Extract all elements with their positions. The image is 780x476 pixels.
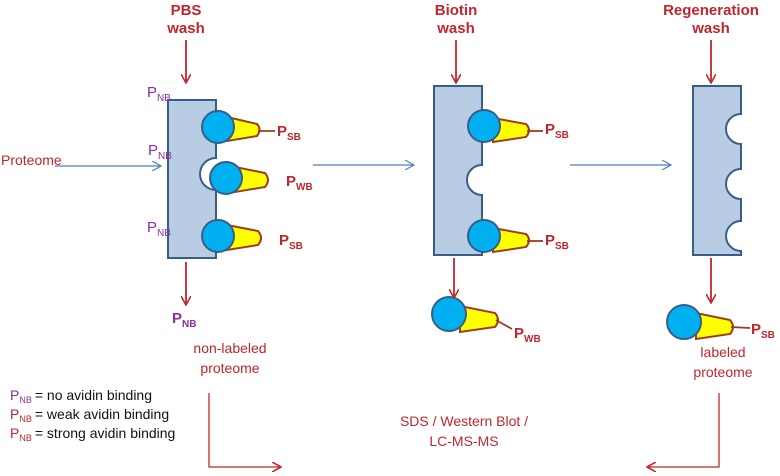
labeled-line2: proteome (693, 364, 752, 380)
complex-sb-1b (201, 219, 262, 253)
step2-title: Biotin (435, 2, 478, 19)
step3-subtitle: wash (691, 20, 730, 37)
p-sb-label-1b: PSB (279, 232, 303, 252)
analysis-line1: SDS / Western Blot / (400, 413, 528, 429)
column-3 (692, 85, 742, 256)
labeled-line1: labeled (700, 344, 745, 360)
p-sb-label-2b: PSB (545, 232, 569, 252)
p-nb-label-top: PNB (147, 84, 171, 104)
complex-sb-2a (467, 109, 543, 144)
p-nb-eluted-label: PNB (172, 310, 196, 330)
p-sb-label-1a: PSB (277, 123, 301, 143)
legend-item-weak-binding: PNB= weak avidin binding (10, 406, 169, 424)
step2-subtitle: wash (436, 20, 475, 37)
step1-subtitle: wash (166, 20, 205, 37)
p-nb-label-bottom: PNB (147, 219, 171, 239)
step3-title: Regeneration (663, 2, 759, 19)
step1-title: PBS (171, 2, 202, 19)
legend: PNB= no avidin binding PNB= weak avidin … (10, 387, 175, 443)
complex-sb-1a (201, 110, 275, 144)
route-arrow-left (208, 393, 280, 467)
non-labeled-line1: non-labeled (193, 340, 266, 356)
proteome-input-label: Proteome (1, 152, 62, 168)
p-wb-eluted-label: PWB (514, 325, 541, 345)
p-sb-eluted-label: PSB (751, 321, 775, 341)
legend-item-strong-binding: PNB= strong avidin binding (10, 425, 175, 443)
complex-sb-2b (467, 219, 543, 254)
route-arrow-right (648, 393, 720, 467)
analysis-line2: LC-MS-MS (429, 433, 498, 449)
p-wb-label-1: PWB (286, 173, 313, 193)
complex-wb-1 (209, 161, 269, 195)
p-nb-label-mid: PNB (148, 142, 172, 162)
legend-item-no-binding: PNB= no avidin binding (10, 387, 152, 405)
eluted-complex-sb (666, 304, 751, 341)
p-sb-label-2a: PSB (545, 121, 569, 141)
eluted-complex-wb (431, 296, 513, 334)
non-labeled-line2: proteome (200, 360, 259, 376)
